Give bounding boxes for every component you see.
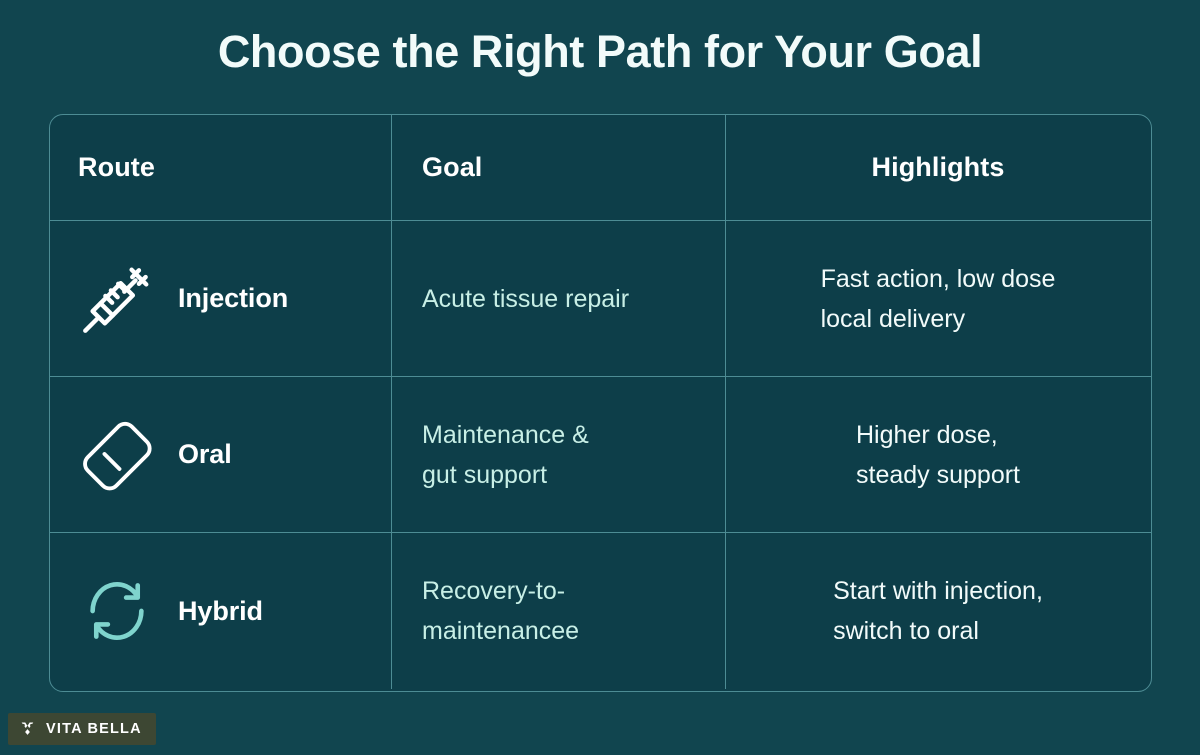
vita-bella-mark-icon bbox=[21, 722, 34, 735]
route-label: Hybrid bbox=[178, 595, 263, 626]
highlights-cell: Fast action, low dose local delivery bbox=[726, 221, 1150, 376]
goal-text: Recovery-to- maintenancee bbox=[422, 577, 580, 645]
column-header-highlights: Highlights bbox=[726, 115, 1150, 220]
column-header-label: Route bbox=[78, 152, 155, 182]
logo-badge: VITA BELLA bbox=[8, 713, 156, 745]
goal-text: Acute tissue repair bbox=[422, 284, 630, 313]
page-title: Choose the Right Path for Your Goal bbox=[217, 26, 983, 77]
table-row: Injection Acute tissue repair Fast actio… bbox=[50, 221, 1151, 377]
sync-arrows-icon bbox=[90, 582, 144, 640]
route-cell: Oral bbox=[50, 377, 392, 532]
highlights-cell: Higher dose, steady support bbox=[726, 377, 1150, 532]
logo-text: VITA BELLA bbox=[46, 721, 142, 737]
capsule-icon bbox=[83, 421, 152, 490]
goal-text: Maintenance & gut support bbox=[422, 420, 589, 489]
table-header-row: Route Goal Highlights bbox=[50, 115, 1151, 221]
goal-cell: Acute tissue repair bbox=[392, 221, 726, 376]
column-header-label: Highlights bbox=[871, 152, 1005, 182]
route-content: Oral bbox=[78, 416, 232, 494]
table-row: Oral Maintenance & gut support Higher do… bbox=[50, 377, 1151, 533]
highlights-text: Start with injection, switch to oral bbox=[833, 577, 1043, 645]
highlights-text: Higher dose, steady support bbox=[856, 420, 1020, 489]
route-label: Oral bbox=[178, 439, 232, 469]
highlights-cell: Start with injection, switch to oral bbox=[726, 533, 1150, 689]
column-header-goal: Goal bbox=[392, 115, 726, 220]
column-header-label: Goal bbox=[422, 152, 483, 182]
goal-cell: Maintenance & gut support bbox=[392, 377, 726, 532]
table-row: Hybrid Recovery-to- maintenancee Start w… bbox=[50, 533, 1151, 689]
comparison-table: Route Goal Highlights bbox=[49, 114, 1152, 692]
route-content: Injection bbox=[78, 260, 288, 338]
route-cell: Injection bbox=[50, 221, 392, 376]
route-content: Hybrid bbox=[78, 572, 263, 650]
column-header-route: Route bbox=[50, 115, 392, 220]
goal-cell: Recovery-to- maintenancee bbox=[392, 533, 726, 689]
route-label: Injection bbox=[178, 283, 289, 313]
syringe-icon bbox=[83, 267, 149, 333]
route-cell: Hybrid bbox=[50, 533, 392, 689]
highlights-text: Fast action, low dose local delivery bbox=[820, 264, 1056, 333]
